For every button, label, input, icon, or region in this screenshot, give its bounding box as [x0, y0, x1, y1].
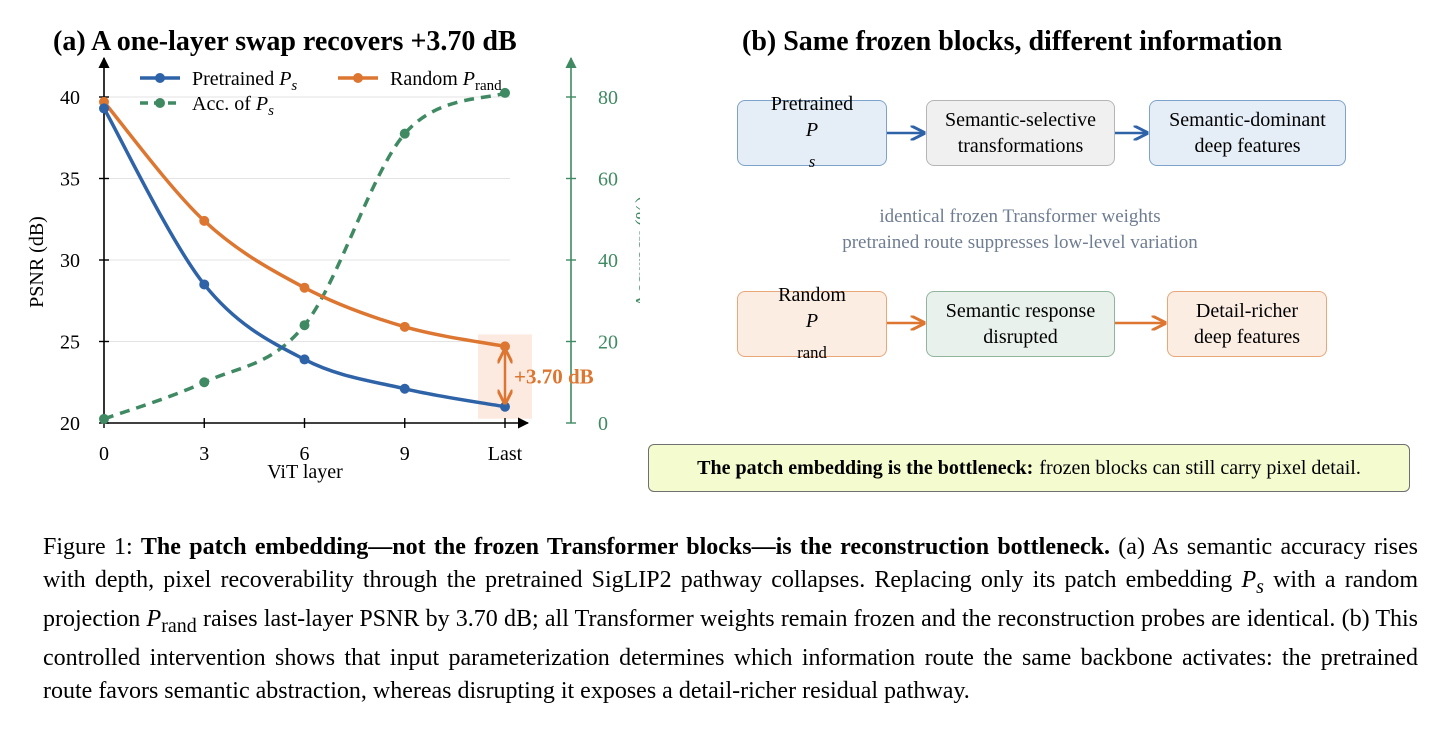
symbol-ps: Ps: [1241, 566, 1264, 598]
flow-arrows: [887, 0, 1435, 400]
y-tick-label: 40: [60, 87, 80, 109]
x-tick-label: 3: [199, 443, 209, 465]
legend-marker: [353, 73, 363, 83]
axes: [98, 56, 577, 429]
data-point: [299, 282, 310, 293]
figure-caption: Figure 1: The patch embedding—not the fr…: [43, 534, 1419, 704]
data-point: [399, 321, 410, 332]
legend-label: Pretrained Ps: [192, 68, 297, 94]
middle-note-2: pretrained route suppresses low-level va…: [842, 232, 1198, 253]
data-point: [399, 383, 410, 394]
annotation: +3.70 dB: [505, 351, 594, 401]
y-tick-label: 20: [60, 413, 80, 435]
callout-bold: The patch embedding is the bottleneck:: [697, 456, 1034, 479]
x-axis-label: ViT layer: [267, 461, 343, 483]
bottleneck-callout: The patch embedding is the bottleneck: f…: [648, 444, 1410, 492]
data-point: [199, 377, 210, 388]
data-point: [99, 413, 109, 424]
legend-marker: [155, 98, 165, 108]
series-line-2: [103, 91, 506, 421]
y-tick-label: 30: [60, 250, 80, 272]
data-point: [299, 320, 310, 331]
y-axis-label: PSNR (dB): [26, 216, 48, 308]
x-tick-label: Last: [488, 443, 523, 465]
y-tick-label: 25: [60, 332, 80, 354]
data-point: [399, 128, 410, 139]
y2-tick-label: 20: [598, 332, 618, 354]
y2-tick-label: 40: [598, 250, 618, 272]
symbol-prand: Prand: [146, 605, 197, 637]
panel-a-title: (a) A one-layer swap recovers +3.70 dB: [53, 26, 517, 58]
x-tick-label: 9: [400, 443, 410, 465]
x-tick-label: 6: [300, 443, 310, 465]
data-point: [199, 215, 210, 226]
y2-tick-label: 60: [598, 169, 618, 191]
data-point: [99, 103, 109, 114]
legend-label: Random Prand: [390, 68, 502, 94]
panel-b-title: (b) Same frozen blocks, different inform…: [742, 26, 1282, 58]
panel-a-title-text: (a) A one-layer swap recovers +3.70 dB: [53, 26, 517, 57]
y2-tick-label: 0: [598, 413, 608, 435]
y2-axis-label: Accuracy (%): [632, 196, 640, 308]
y-tick-label: 35: [60, 169, 80, 191]
legend-label: Acc. of Ps: [192, 93, 274, 119]
data-point: [299, 354, 310, 365]
x-tick-label: 0: [99, 443, 109, 465]
annotation-label: +3.70 dB: [514, 365, 594, 389]
series-line-0: [102, 107, 506, 409]
y2-tick-label: 80: [598, 87, 618, 109]
middle-note-1: identical frozen Transformer weights: [879, 206, 1161, 227]
legend-marker: [155, 73, 165, 83]
data-point: [500, 401, 510, 412]
grid-lines: [104, 96, 510, 342]
series-lines: [99, 87, 510, 424]
callout-text: frozen blocks can still carry pixel deta…: [1039, 456, 1361, 479]
data-point: [199, 279, 210, 290]
data-point: [500, 87, 510, 98]
panel-b-title-text: (b) Same frozen blocks, different inform…: [742, 26, 1283, 57]
